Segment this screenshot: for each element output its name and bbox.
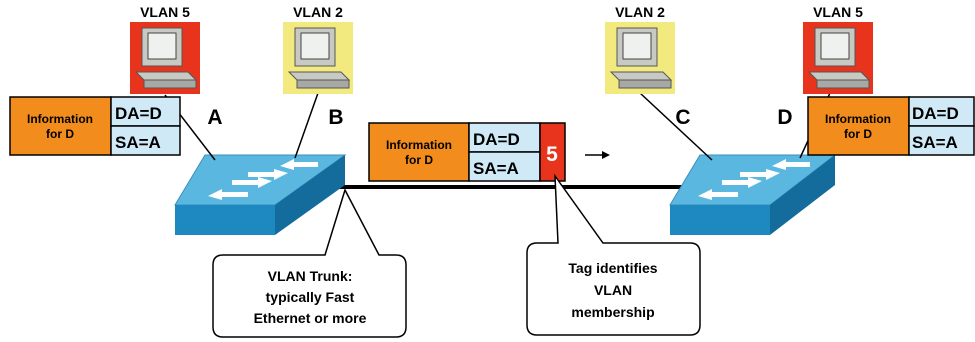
vlan-tag [539,122,566,182]
link-b [294,92,319,159]
vlan-label: VLAN 5 [813,4,863,20]
host-vlan2-left [283,22,353,94]
frame-sa: SA=A [115,133,161,152]
desktop-computer-icon [609,27,673,89]
link-c [639,92,713,161]
vlan-label: VLAN 2 [293,4,343,20]
callout-trunk-line3: Ethernet or more [254,310,367,326]
vlan-label: VLAN 5 [140,4,190,20]
host-letter: C [675,106,690,129]
frame-tagged: Information for D DA=D SA=A 5 [368,122,566,182]
right-arrow-icon [585,151,610,159]
host-vlan5-right [803,22,873,94]
callout-trunk-bubble [212,188,407,338]
frame-info-line2: for D [844,127,872,141]
host-letter: B [328,106,343,129]
frame-info-line2: for D [46,127,74,141]
frame-da: DA=D [473,130,520,149]
left-switch-icon [174,154,347,235]
frame-sa: SA=A [473,159,519,178]
frame-left: Information for D DA=D SA=A [9,96,181,156]
frame-da: DA=D [912,104,959,123]
right-switch-icon [669,154,837,235]
callout-tag-line3: membership [571,304,654,320]
desktop-computer-icon [807,27,871,89]
frame-info-line2: for D [405,153,433,167]
callout-trunk-line1: VLAN Trunk: [268,268,353,284]
callout-tag-bubble [526,173,701,336]
desktop-computer-icon [134,27,198,89]
callout-tag-line2: VLAN [594,282,632,298]
callout-trunk-line2: typically Fast [266,289,355,305]
frame-info-line1: Information [825,112,891,126]
vlan-tag-number: 5 [546,143,558,166]
frame-right: Information for D DA=D SA=A [807,96,975,156]
desktop-computer-icon [287,27,351,89]
host-letter: A [207,106,222,129]
host-vlan5-left [130,22,200,94]
frame-info-line1: Information [386,138,452,152]
frame-da: DA=D [115,104,162,123]
frame-info-line1: Information [27,112,93,126]
vlan-label: VLAN 2 [615,4,665,20]
host-vlan2-right [605,22,675,94]
host-letter: D [777,106,792,129]
callout-tag-line1: Tag identifies [568,260,657,276]
frame-sa: SA=A [912,133,958,152]
